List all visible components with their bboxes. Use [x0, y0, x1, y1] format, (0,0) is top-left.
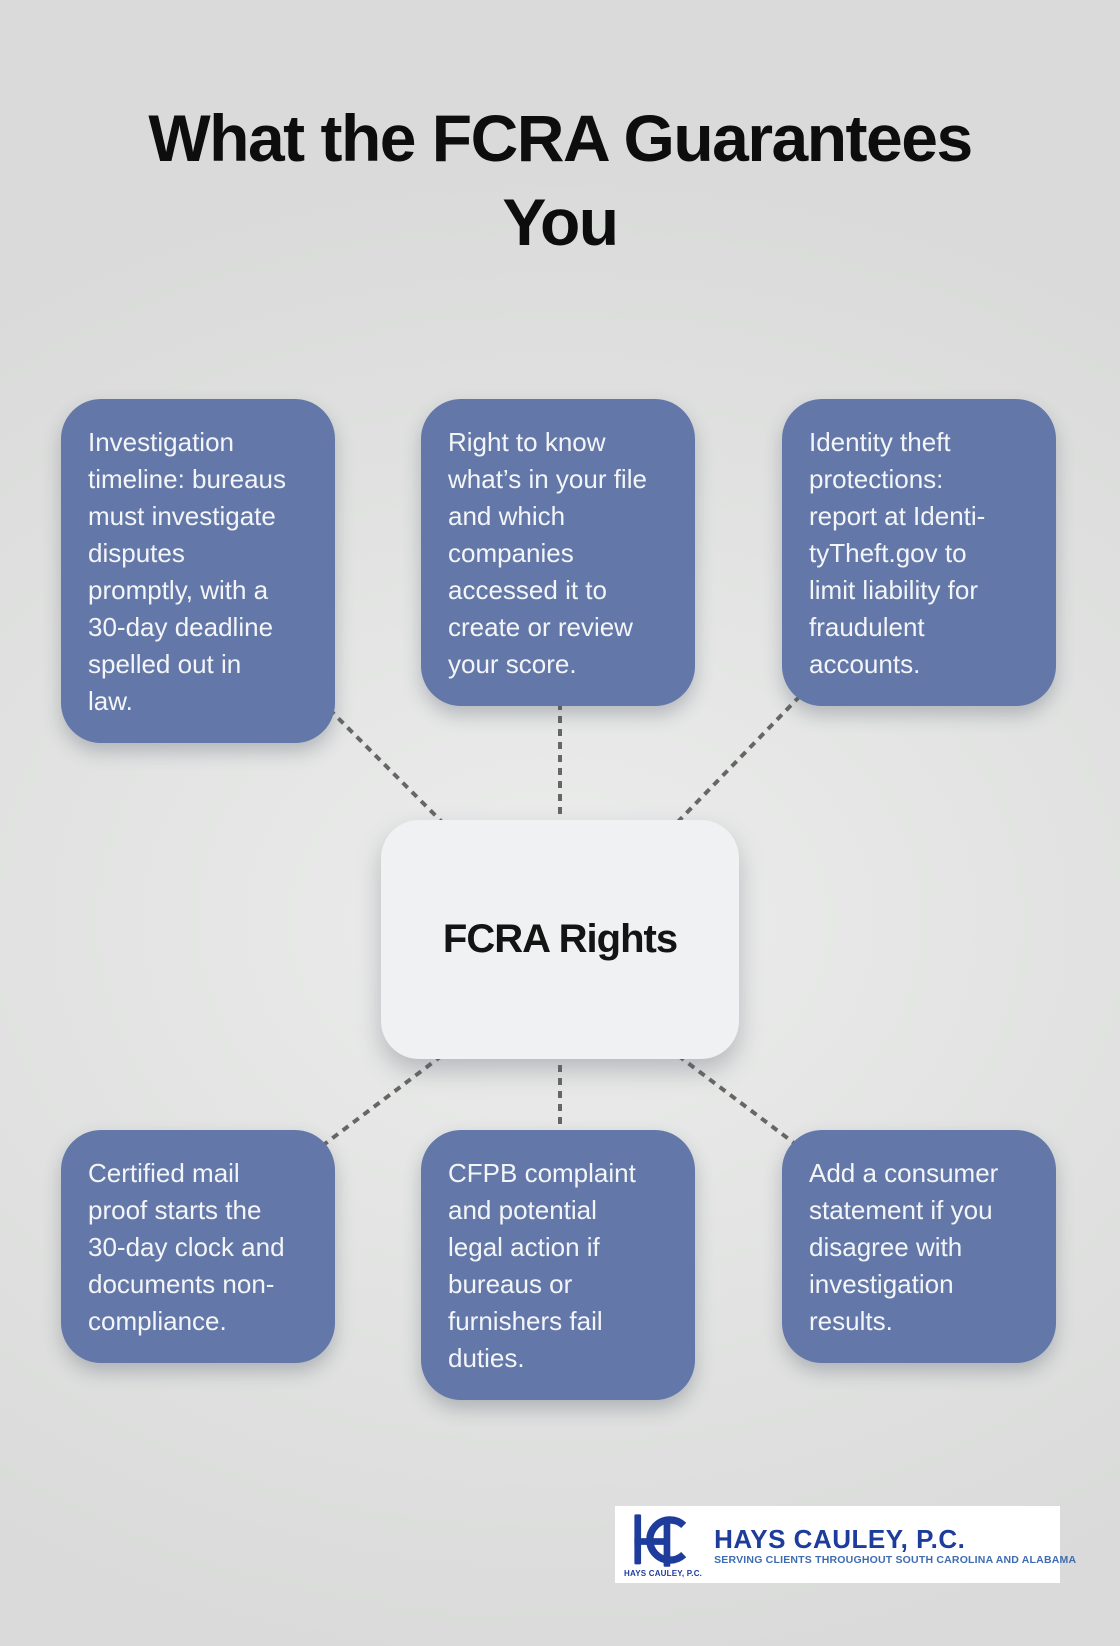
connector-bottom-left [320, 1046, 454, 1148]
center-node-fcra-rights: FCRA Rights [381, 820, 739, 1059]
node-consumer-statement: Add a consumer statement if you disagree… [782, 1130, 1056, 1363]
logo-mark: HAYS CAULEY, P.C. [624, 1512, 702, 1578]
node-identity-theft-protections-text: Identity theft protections: report at Id… [809, 427, 986, 679]
node-certified-mail-proof-text: Certified mail proof starts the 30-day c… [88, 1158, 285, 1336]
connector-top-right [666, 694, 802, 834]
node-cfpb-complaint-text: CFPB complaint and potential legal actio… [448, 1158, 636, 1373]
firm-name: HAYS CAULEY, P.C. [714, 1524, 966, 1554]
hc-monogram-icon [632, 1512, 694, 1568]
logo-caption: HAYS CAULEY, P.C. [624, 1568, 703, 1578]
node-right-to-know: Right to know what’s in your file and wh… [421, 399, 695, 706]
node-consumer-statement-text: Add a consumer statement if you disagree… [809, 1158, 999, 1336]
node-investigation-timeline: Investigation timeline: bureaus must inv… [61, 399, 335, 743]
center-node-label: FCRA Rights [442, 917, 678, 961]
connector-top-left [318, 698, 454, 834]
node-right-to-know-text: Right to know what’s in your file and wh… [448, 427, 647, 679]
node-identity-theft-protections: Identity theft protections: report at Id… [782, 399, 1056, 706]
page-title: What the FCRA Guarantees You [148, 101, 973, 259]
node-investigation-timeline-text: Investigation timeline: bureaus must inv… [88, 427, 286, 716]
footer-logo: HAYS CAULEY, P.C. HAYS CAULEY, P.C. SERV… [615, 1506, 1076, 1583]
connector-bottom-right [666, 1046, 800, 1148]
logo-text-block: HAYS CAULEY, P.C. SERVING CLIENTS THROUG… [714, 1524, 1076, 1567]
firm-tagline: SERVING CLIENTS THROUGHOUT SOUTH CAROLIN… [714, 1554, 1077, 1566]
node-certified-mail-proof: Certified mail proof starts the 30-day c… [61, 1130, 335, 1363]
node-cfpb-complaint: CFPB complaint and potential legal actio… [421, 1130, 695, 1400]
